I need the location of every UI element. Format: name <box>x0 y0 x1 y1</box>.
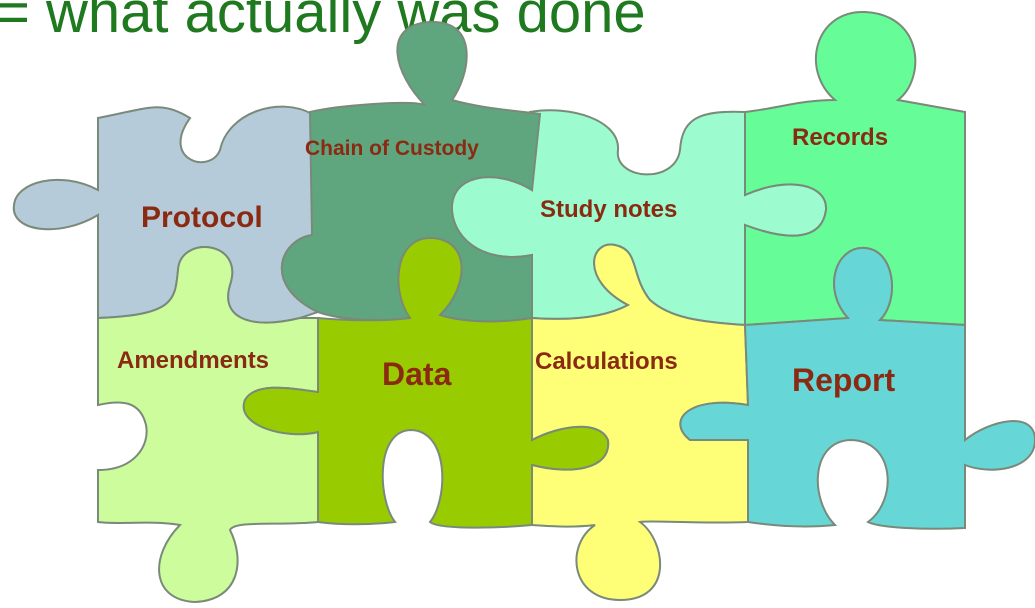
label-report: Report <box>792 362 896 398</box>
slide-title: = what actually was done <box>0 0 646 45</box>
label-records: Records <box>792 124 889 151</box>
label-calculations: Calculations <box>535 348 678 375</box>
label-study-notes: Study notes <box>540 196 678 223</box>
label-data: Data <box>382 356 452 392</box>
label-amendments: Amendments <box>117 347 270 374</box>
label-protocol: Protocol <box>141 201 263 234</box>
label-chain-of-custody: Chain of Custody <box>305 137 479 160</box>
piece-calculations <box>531 243 750 602</box>
piece-report <box>679 246 1035 530</box>
piece-amendments <box>97 246 319 604</box>
